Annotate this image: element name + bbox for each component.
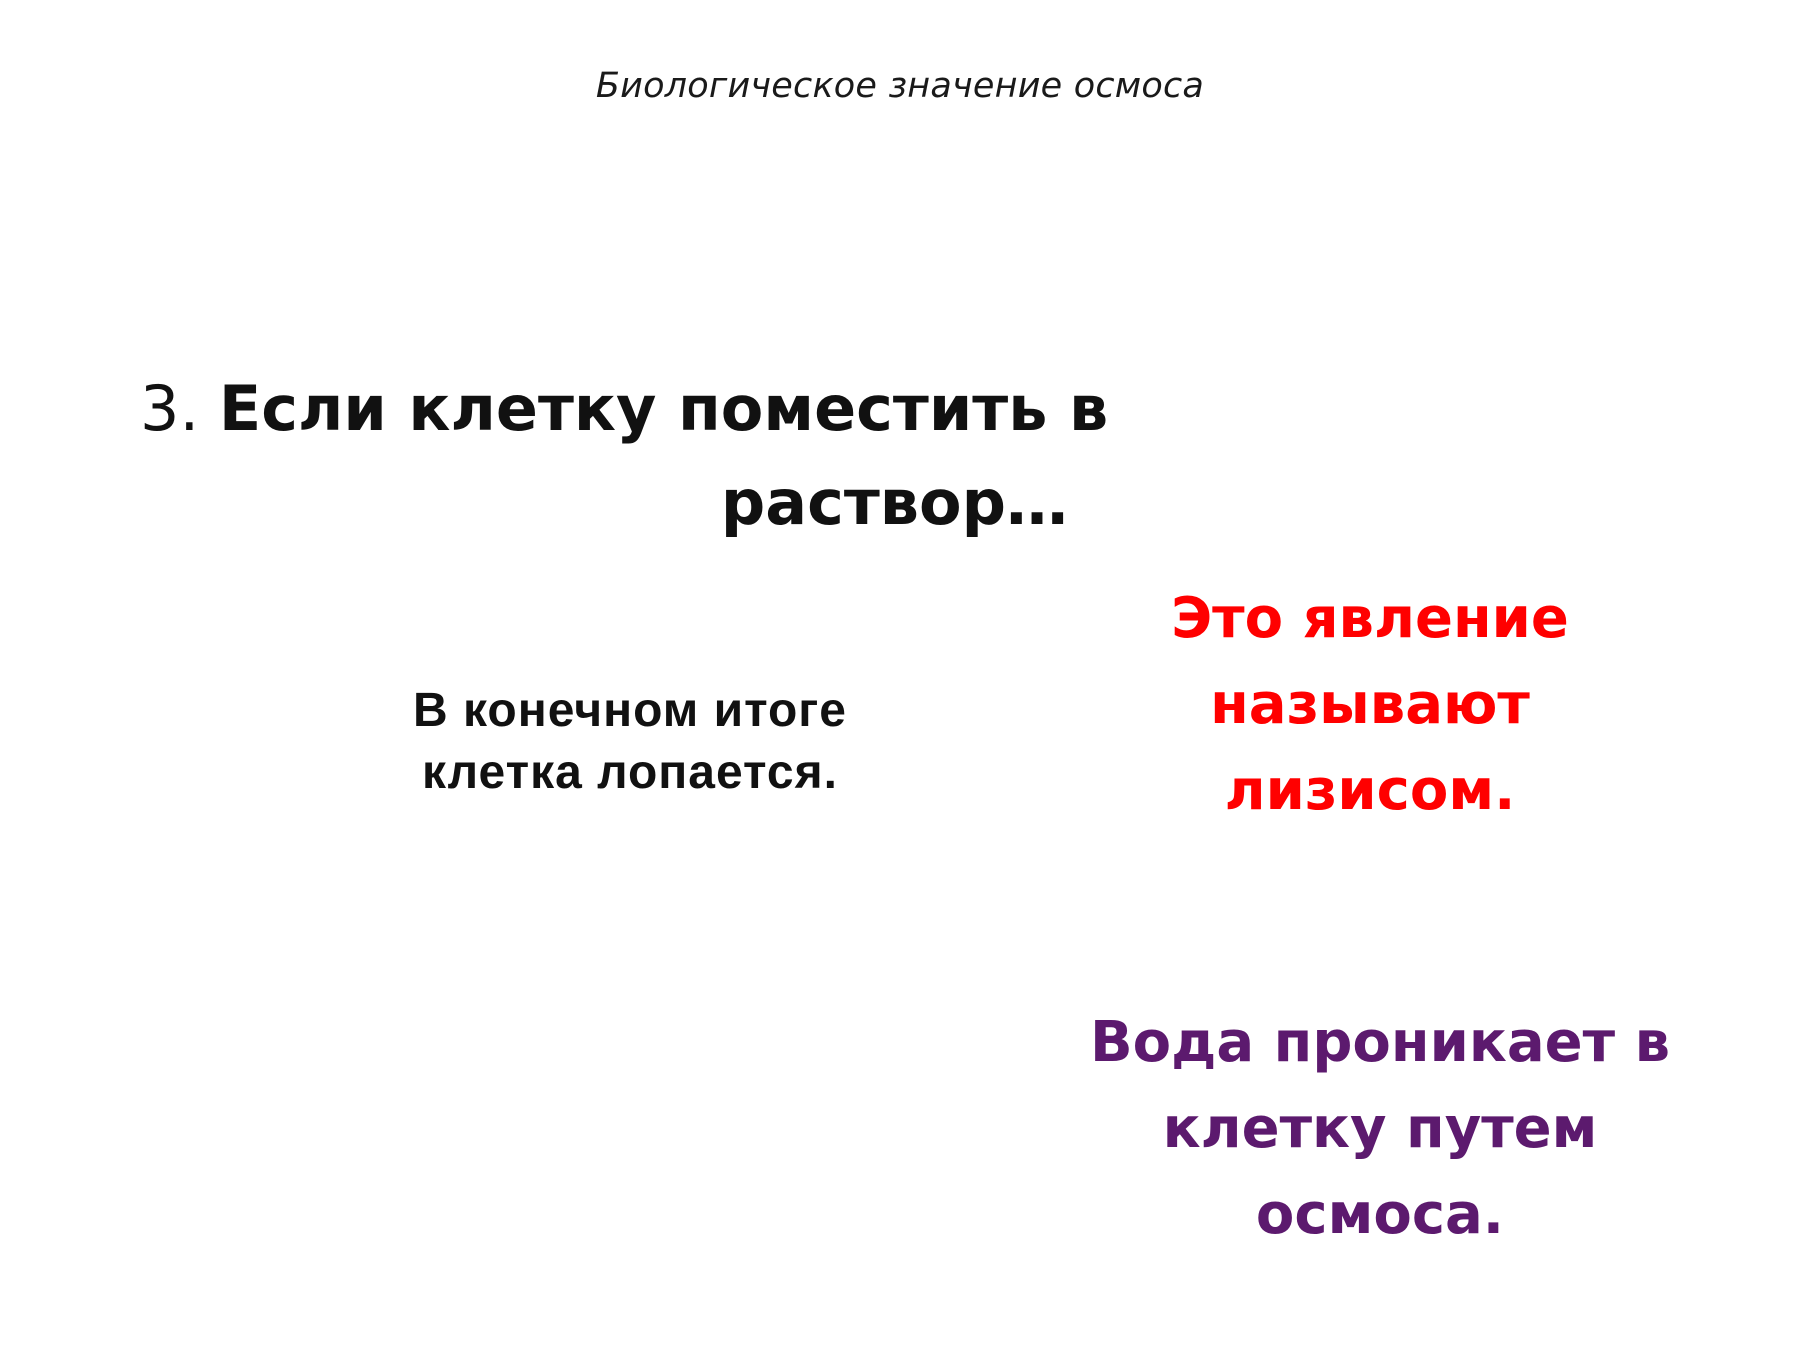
phenomenon-text: Это явление называют лизисом. xyxy=(1090,576,1650,834)
osmosis-line-2: клетку путем xyxy=(1162,1096,1598,1161)
phenomenon-line-2: называют xyxy=(1210,672,1530,737)
result-text: В конечном итоге клетка лопается. xyxy=(330,680,930,804)
result-line-1: В конечном итоге xyxy=(413,684,847,737)
phenomenon-line-3: лизисом. xyxy=(1224,758,1516,823)
phenomenon-line-1: Это явление xyxy=(1171,586,1569,651)
osmosis-line-1: Вода проникает в xyxy=(1089,1010,1670,1075)
slide-header-title: Биологическое значение осмоса xyxy=(595,66,1205,106)
slide-heading: 3. Если клетку поместить в раствор… xyxy=(140,362,1108,550)
osmosis-line-3: осмоса. xyxy=(1255,1182,1505,1247)
osmosis-text: Вода проникает в клетку путем осмоса. xyxy=(1040,1000,1720,1258)
heading-line-1-text: Если клетку поместить в xyxy=(218,372,1109,445)
heading-line-2: раствор… xyxy=(720,466,1068,539)
heading-line-1: 3. Если клетку поместить в xyxy=(140,362,1108,456)
result-line-2: клетка лопается. xyxy=(422,746,838,799)
heading-number: 3. xyxy=(140,372,200,445)
